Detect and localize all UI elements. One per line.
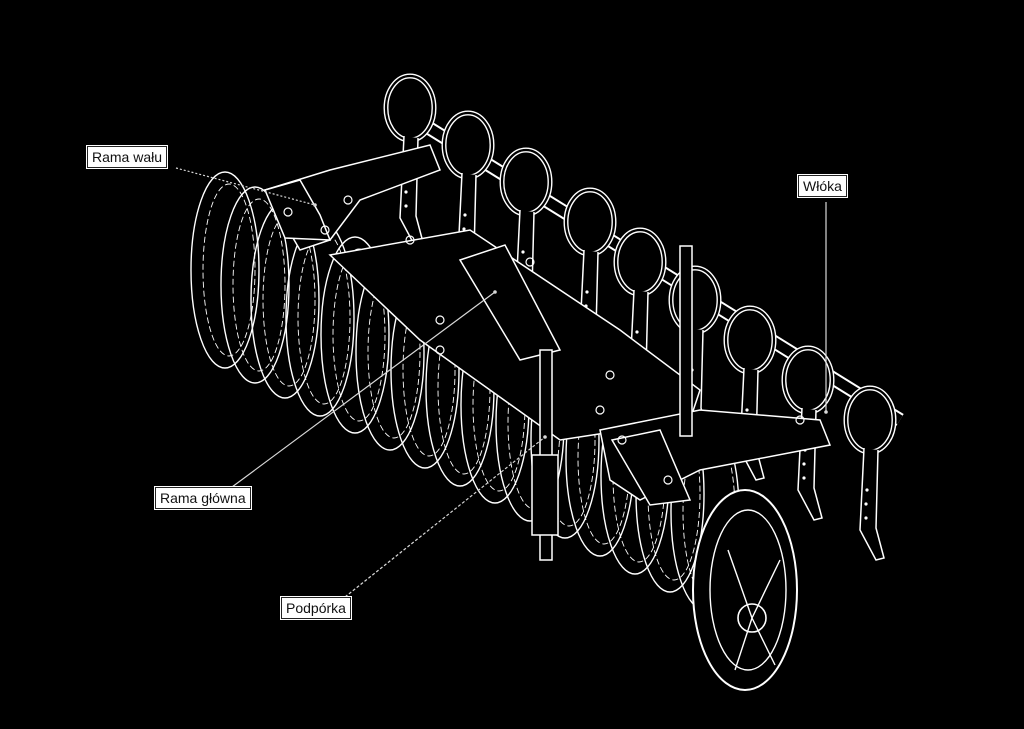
callout-rama-walu: Rama wału (87, 146, 168, 168)
leader-rama-glowna (231, 291, 496, 488)
callout-rama-glowna: Rama główna (155, 487, 251, 509)
leader-lines (175, 167, 827, 598)
roller (190, 171, 798, 691)
bolts (283, 195, 805, 485)
main-frame-structure (263, 144, 832, 561)
callout-wloka: Włóka (798, 175, 847, 197)
leader-endpoints (313, 203, 828, 439)
leader-podporka (344, 436, 546, 598)
callout-podporka: Podpórka (281, 597, 351, 619)
